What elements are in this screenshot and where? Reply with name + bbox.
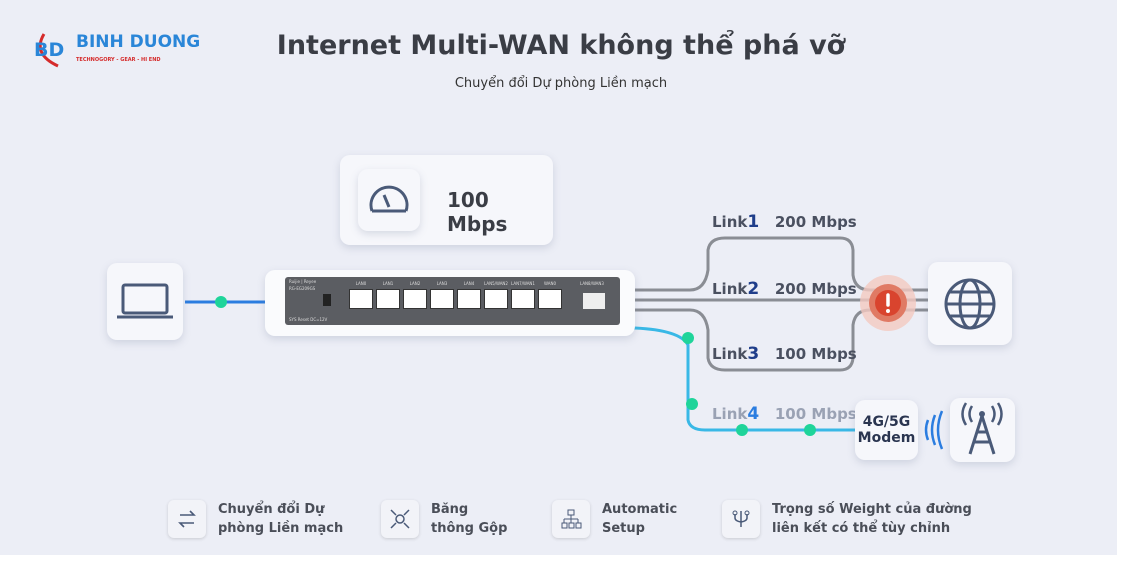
switch-brand: Ruijie | Reyee: [289, 279, 317, 284]
speedometer-icon: [358, 169, 420, 231]
logo: BD BINH DUONG TECHNOGORY - GEAR - HI END: [30, 24, 200, 70]
ethernet-port: LAN2: [403, 281, 427, 311]
ethernet-port: LAN0: [349, 281, 373, 311]
logo-tagline: TECHNOGORY - GEAR - HI END: [76, 57, 161, 63]
link-node: [804, 424, 816, 436]
globe-icon: [944, 278, 996, 330]
link2-label: Link2 200 Mbps: [712, 279, 857, 299]
speed-card: 100 Mbps: [340, 155, 553, 245]
ethernet-port: LAN5/WAN2: [484, 281, 508, 311]
link1-path: [632, 236, 930, 292]
cell-tower-card: [950, 398, 1015, 462]
speed-value: 100 Mbps: [447, 188, 508, 236]
wireless-icon: [924, 410, 944, 450]
link4-path: [633, 326, 855, 432]
page-subtitle: Chuyển đổi Dự phòng Liền mạch: [454, 76, 668, 91]
cell-tower-icon: [961, 402, 1003, 455]
link3-label: Link3 100 Mbps: [712, 344, 857, 364]
network-tree-icon: [552, 500, 590, 538]
link4-label: Link4 100 Mbps: [712, 404, 857, 424]
laptop-card: [107, 263, 183, 340]
switch-arrows-icon: [168, 500, 206, 538]
logo-brand: BINH DUONG: [76, 32, 201, 52]
laptop-icon: [117, 283, 173, 319]
link-node: [215, 296, 227, 308]
logo-mark: BD: [34, 33, 64, 68]
link-node: [686, 398, 698, 410]
aggregate-icon: [381, 500, 419, 538]
ethernet-port: WAN0: [538, 281, 562, 311]
sfp-label: LAN8/WAN3: [580, 281, 604, 286]
ethernet-port: LAN3: [430, 281, 454, 311]
switch-bottom-label: SYS Reset DC=12V: [289, 317, 328, 322]
ethernet-port: LAN7/WAN1: [511, 281, 535, 311]
link-node: [736, 424, 748, 436]
ethernet-port: LAN4: [457, 281, 481, 311]
router-switch: Ruijie | Reyee RG-EG209GS SYS Reset DC=1…: [265, 270, 635, 336]
sfp-port: [583, 293, 605, 309]
ethernet-port: LAN1: [376, 281, 400, 311]
switch-model: RG-EG209GS: [289, 286, 316, 291]
page-title: Internet Multi-WAN không thể phá vỡ: [276, 30, 846, 61]
svg-text:BD: BD: [34, 39, 64, 61]
link-node: [682, 332, 694, 344]
link3-path: [632, 308, 930, 372]
usb-branch-icon: [722, 500, 760, 538]
internet-card: [928, 262, 1012, 345]
link1-label: Link1 200 Mbps: [712, 212, 857, 232]
